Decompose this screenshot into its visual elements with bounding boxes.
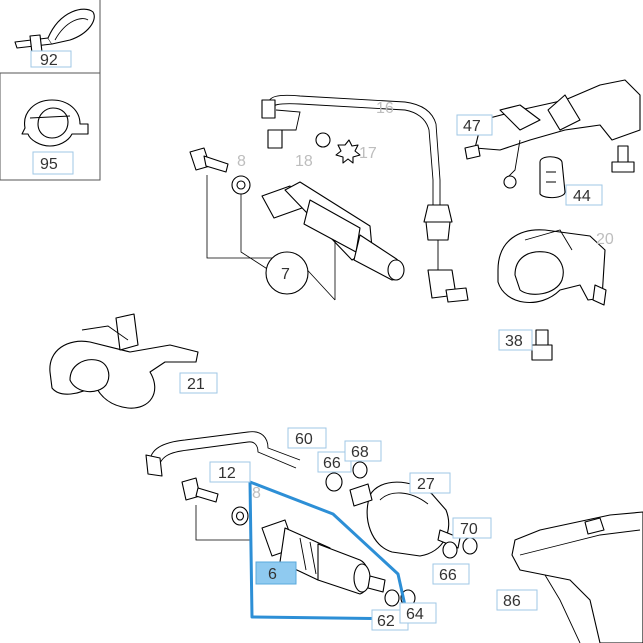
callout-70[interactable]: 70: [452, 517, 492, 539]
callout-20[interactable]: 20: [592, 228, 622, 248]
svg-text:21: 21: [187, 376, 205, 393]
svg-text:64: 64: [406, 606, 424, 623]
callout-66-top[interactable]: 66: [317, 451, 352, 473]
svg-text:44: 44: [573, 188, 591, 205]
hose-bracket: [49, 313, 199, 409]
svg-text:47: 47: [463, 118, 481, 135]
svg-text:62: 62: [377, 613, 395, 630]
svg-text:60: 60: [295, 431, 313, 448]
callout-62[interactable]: 62: [371, 609, 409, 631]
callout-60[interactable]: 60: [287, 427, 327, 449]
svg-text:66: 66: [323, 455, 341, 472]
bolt-12: [181, 477, 250, 541]
callout-27[interactable]: 27: [409, 472, 451, 494]
frame-section: [511, 511, 643, 643]
callout-17[interactable]: 17: [356, 142, 382, 162]
callout-47[interactable]: 47: [456, 114, 493, 136]
svg-text:95: 95: [40, 156, 58, 173]
callout-18[interactable]: 18: [292, 150, 318, 170]
callout-38[interactable]: 38: [498, 329, 533, 351]
svg-text:20: 20: [596, 231, 614, 248]
callout-21[interactable]: 21: [179, 372, 218, 394]
legend-panel: [0, 0, 101, 181]
svg-text:66: 66: [439, 567, 457, 584]
mount-bracket: [497, 229, 607, 361]
callout-6[interactable]: 6: [255, 561, 297, 585]
callout-8-bottom[interactable]: 8: [250, 482, 264, 502]
callout-7[interactable]: 7: [276, 262, 298, 284]
callout-44[interactable]: 44: [565, 184, 603, 206]
callout-12[interactable]: 12: [209, 461, 251, 483]
svg-text:17: 17: [359, 145, 377, 162]
svg-text:18: 18: [295, 153, 313, 170]
callout-16[interactable]: 16: [372, 97, 398, 117]
fuel-line: [145, 431, 301, 477]
fuel-filter: [325, 461, 478, 559]
selection-highlight: [248, 480, 410, 621]
cable-tie-icon: [14, 8, 95, 54]
svg-text:68: 68: [351, 444, 369, 461]
svg-text:38: 38: [505, 333, 523, 350]
callout-66-bottom[interactable]: 66: [432, 563, 470, 585]
callout-64[interactable]: 64: [399, 602, 437, 624]
callout-92[interactable]: 92: [30, 50, 72, 69]
svg-text:7: 7: [281, 266, 290, 283]
callout-8-top[interactable]: 8: [234, 150, 250, 170]
callout-95[interactable]: 95: [32, 151, 74, 175]
svg-text:92: 92: [40, 52, 58, 69]
callout-68[interactable]: 68: [344, 440, 382, 462]
svg-text:27: 27: [417, 476, 435, 493]
svg-text:12: 12: [218, 465, 236, 482]
bracket-assembly: [464, 79, 641, 199]
svg-text:8: 8: [252, 485, 261, 502]
fuel-pump: [261, 519, 416, 607]
callout-86[interactable]: 86: [496, 589, 538, 611]
svg-text:6: 6: [268, 566, 277, 583]
svg-text:8: 8: [237, 153, 246, 170]
injector-assembly: [189, 94, 469, 303]
hose-clip-icon: [21, 99, 89, 147]
svg-text:70: 70: [460, 521, 478, 538]
svg-text:16: 16: [376, 100, 394, 117]
svg-text:86: 86: [503, 593, 521, 610]
